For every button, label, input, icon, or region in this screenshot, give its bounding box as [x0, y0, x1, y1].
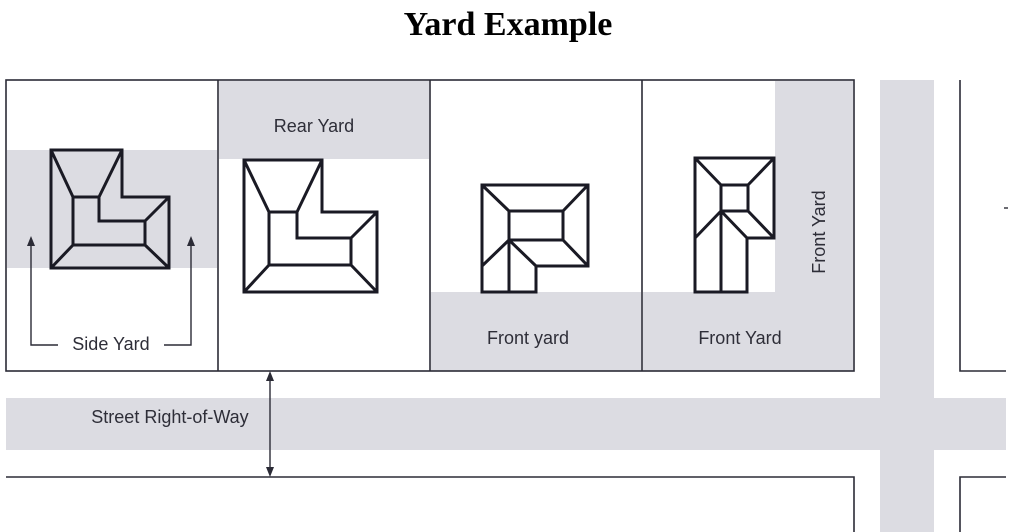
- street-right-of-way-band: [6, 398, 1006, 450]
- arrow-up-icon: [27, 236, 35, 246]
- house-footprint-icon: [480, 183, 590, 294]
- street-right-of-way-label: Street Right-of-Way: [91, 407, 248, 427]
- diagram-title: Yard Example: [403, 6, 613, 43]
- house-footprint-icon: [693, 156, 776, 294]
- front-yard-label-side: Front Yard: [809, 190, 829, 273]
- lot2-rear-yard-shade: [219, 81, 429, 159]
- arrow-head-bottom: [266, 467, 274, 477]
- bottom-lot-left: [6, 476, 855, 532]
- rear-yard-label: Rear Yard: [274, 116, 354, 136]
- house-footprint-icon: [49, 148, 171, 270]
- front-yard-label-lot4: Front Yard: [698, 328, 781, 348]
- front-yard-label-lot3: Front yard: [487, 328, 569, 348]
- side-yard-label: Side Yard: [72, 334, 149, 354]
- cross-street-band: [880, 80, 934, 532]
- lot4-side-front-yard-shade: [775, 81, 853, 371]
- right-lot-top: [959, 80, 1006, 372]
- arrow-up-icon: [187, 236, 195, 246]
- lot3-front-yard-shade: [431, 292, 641, 371]
- bottom-lot-right: [959, 476, 1006, 532]
- house-footprint-icon: [242, 158, 379, 294]
- side-yard-bracket-left: [30, 243, 58, 346]
- arrow-head-top: [266, 371, 274, 381]
- side-yard-bracket-right: [164, 243, 192, 346]
